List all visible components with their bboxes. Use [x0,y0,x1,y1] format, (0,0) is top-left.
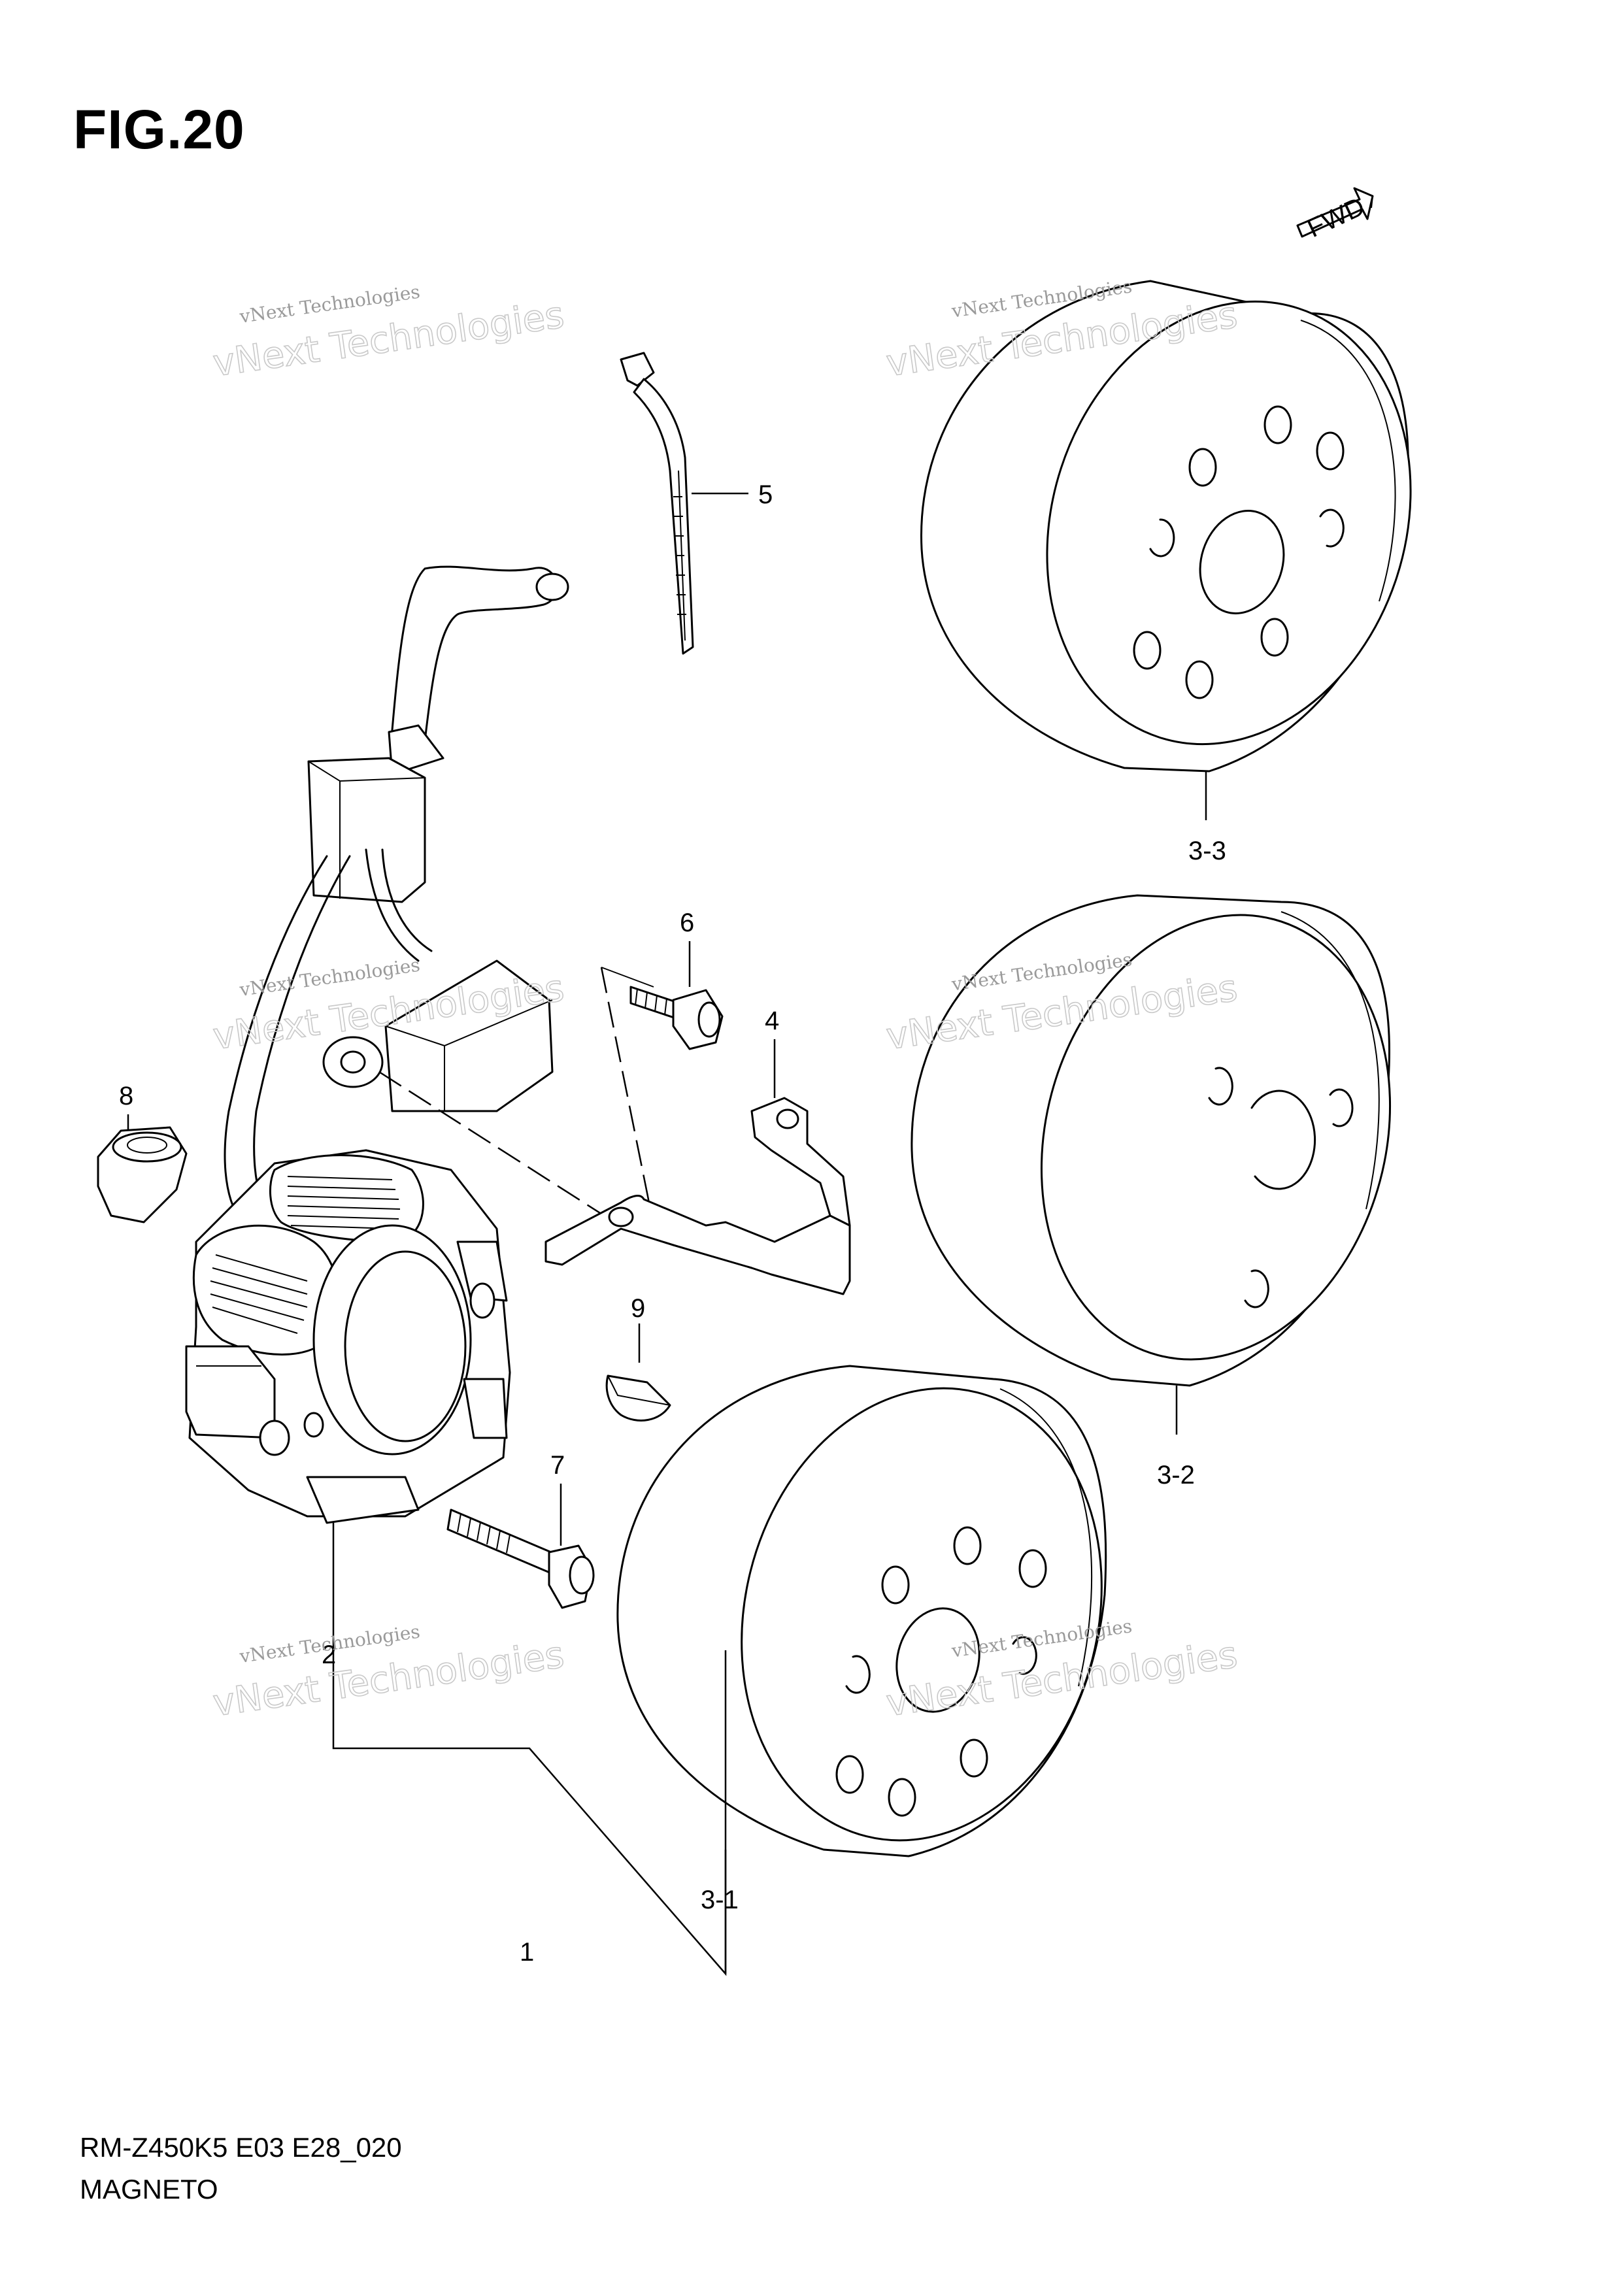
callout-3-2: 3-2 [1157,1461,1195,1489]
rotor-3-3 [920,280,1412,820]
callout-8: 8 [119,1082,133,1110]
key-9 [605,1323,671,1422]
figure-name: MAGNETO [80,2174,218,2204]
callout-3-3: 3-3 [1188,837,1226,865]
nut-8 [97,1114,188,1223]
callout-3-1: 3-1 [701,1886,739,1914]
callout-5: 5 [758,480,773,509]
callout-2: 2 [322,1640,336,1669]
callout-7: 7 [550,1451,565,1480]
bolt-6 [629,941,724,1050]
rotor-3-1 [616,1365,1107,1974]
callout-6: 6 [680,908,694,937]
fwd-label: FWD [1303,192,1369,243]
cable-tie-5 [620,352,748,655]
bolt-7 [446,1484,595,1609]
figure-code: RM-Z450K5 E03 E28_020 [80,2132,402,2163]
callout-9: 9 [631,1294,645,1323]
stator-2 [185,565,727,1976]
figure-title: FIG.20 [73,99,245,160]
rotor-3-2 [911,894,1392,1435]
fwd-arrow-icon: FWD [1296,187,1374,243]
callout-1: 1 [520,1938,534,1967]
callout-4: 4 [765,1007,779,1035]
bracket-4 [544,1039,851,1295]
